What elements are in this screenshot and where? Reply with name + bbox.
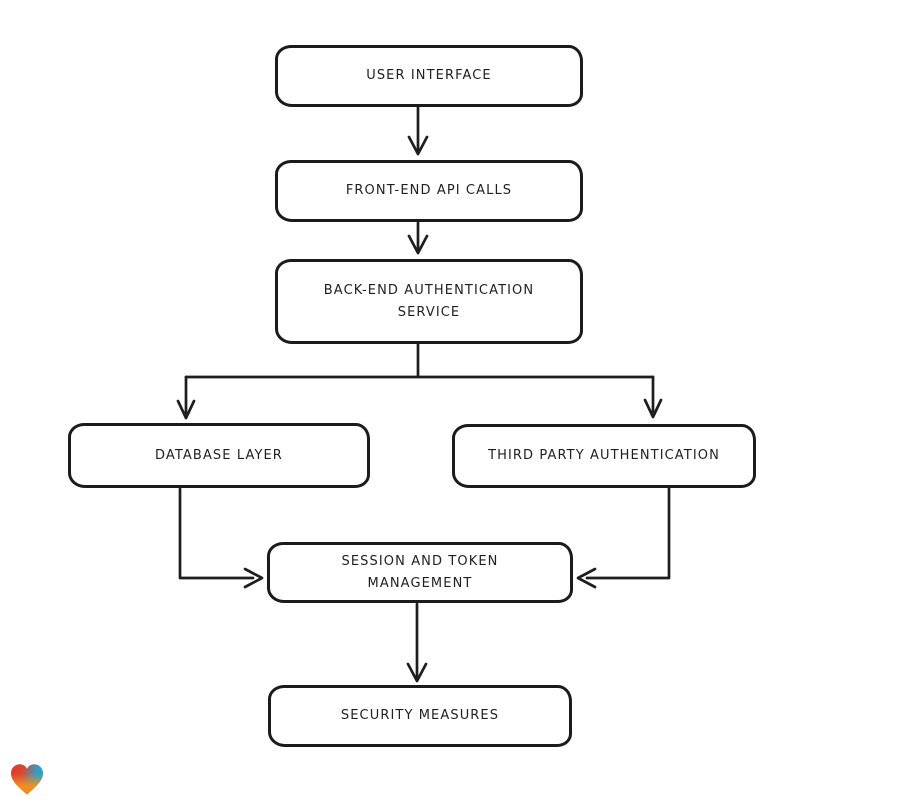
node-session-and-token-management-label: SESSION AND TOKEN MANAGEMENT — [341, 554, 499, 591]
edge-session-to-security — [406, 602, 428, 683]
node-database-layer: DATABASE LAYER — [68, 423, 370, 488]
edge-thirdparty-to-session — [576, 486, 671, 589]
node-security-measures-label: SECURITY MEASURES — [340, 708, 500, 724]
node-session-and-token-management: SESSION AND TOKEN MANAGEMENT — [267, 542, 573, 603]
edge-backend-branch — [176, 342, 663, 420]
node-security-measures: SECURITY MEASURES — [268, 685, 572, 747]
node-user-interface-label: USER INTERFACE — [366, 68, 492, 84]
node-third-party-authentication-label: THIRD PARTY AUTHENTICATION — [488, 448, 720, 464]
node-front-end-api-calls-label: FRONT-END API CALLS — [345, 183, 513, 199]
node-database-layer-label: DATABASE LAYER — [155, 447, 283, 463]
node-user-interface: USER INTERFACE — [275, 45, 583, 107]
heart-icon — [10, 764, 44, 795]
edge-frontend-to-backend — [407, 221, 429, 255]
edge-ui-to-frontend — [407, 105, 429, 156]
node-back-end-authentication-service: BACK-END AUTHENTICATION SERVICE — [275, 259, 583, 344]
node-back-end-authentication-service-label: BACK-END AUTHENTICATION SERVICE — [323, 283, 535, 320]
node-front-end-api-calls: FRONT-END API CALLS — [275, 160, 583, 222]
gradient-heart-logo[interactable] — [8, 760, 46, 797]
node-third-party-authentication: THIRD PARTY AUTHENTICATION — [452, 424, 756, 488]
edge-database-to-session — [178, 487, 264, 589]
